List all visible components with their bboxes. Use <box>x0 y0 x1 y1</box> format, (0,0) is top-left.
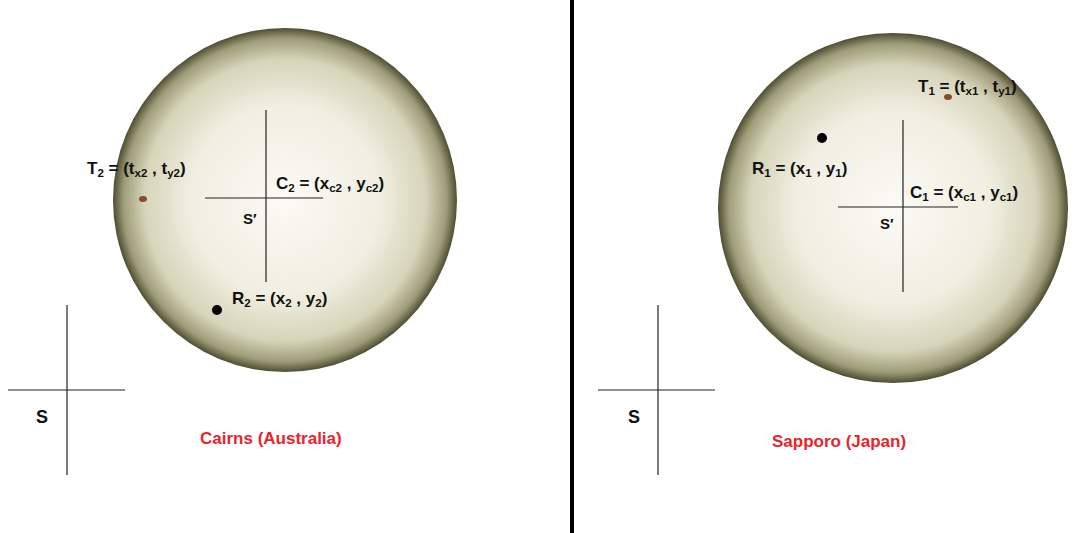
point-label: C1 = (xc1 , yc1) <box>910 184 1018 201</box>
crosshair-line <box>598 389 715 390</box>
point-label: T2 = (tx2 , ty2) <box>87 160 186 177</box>
sun-disk <box>113 28 457 372</box>
reference-dot <box>817 133 827 143</box>
location-label: Sapporo (Japan) <box>772 433 906 450</box>
reference-dot <box>212 305 222 315</box>
location-label: Cairns (Australia) <box>200 430 342 447</box>
point-label: R2 = (x2 , y2) <box>232 290 327 307</box>
axis-label: S′ <box>880 216 894 231</box>
point-label: C2 = (xc2 , yc2) <box>276 175 384 192</box>
crosshair-line <box>838 206 958 207</box>
point-label: R1 = (x1 , y1) <box>752 160 847 177</box>
point-label: T1 = (tx1 , ty1) <box>918 78 1017 95</box>
axis-label: S′ <box>243 211 257 226</box>
axis-label: S <box>36 408 48 426</box>
crosshair-line <box>902 120 903 292</box>
crosshair-line <box>205 197 323 198</box>
panel-divider <box>570 0 574 533</box>
axis-label: S <box>628 408 640 426</box>
sun-disk <box>718 33 1068 383</box>
crosshair-line <box>8 389 125 390</box>
crosshair-line <box>265 110 266 282</box>
sunspot <box>139 196 147 202</box>
